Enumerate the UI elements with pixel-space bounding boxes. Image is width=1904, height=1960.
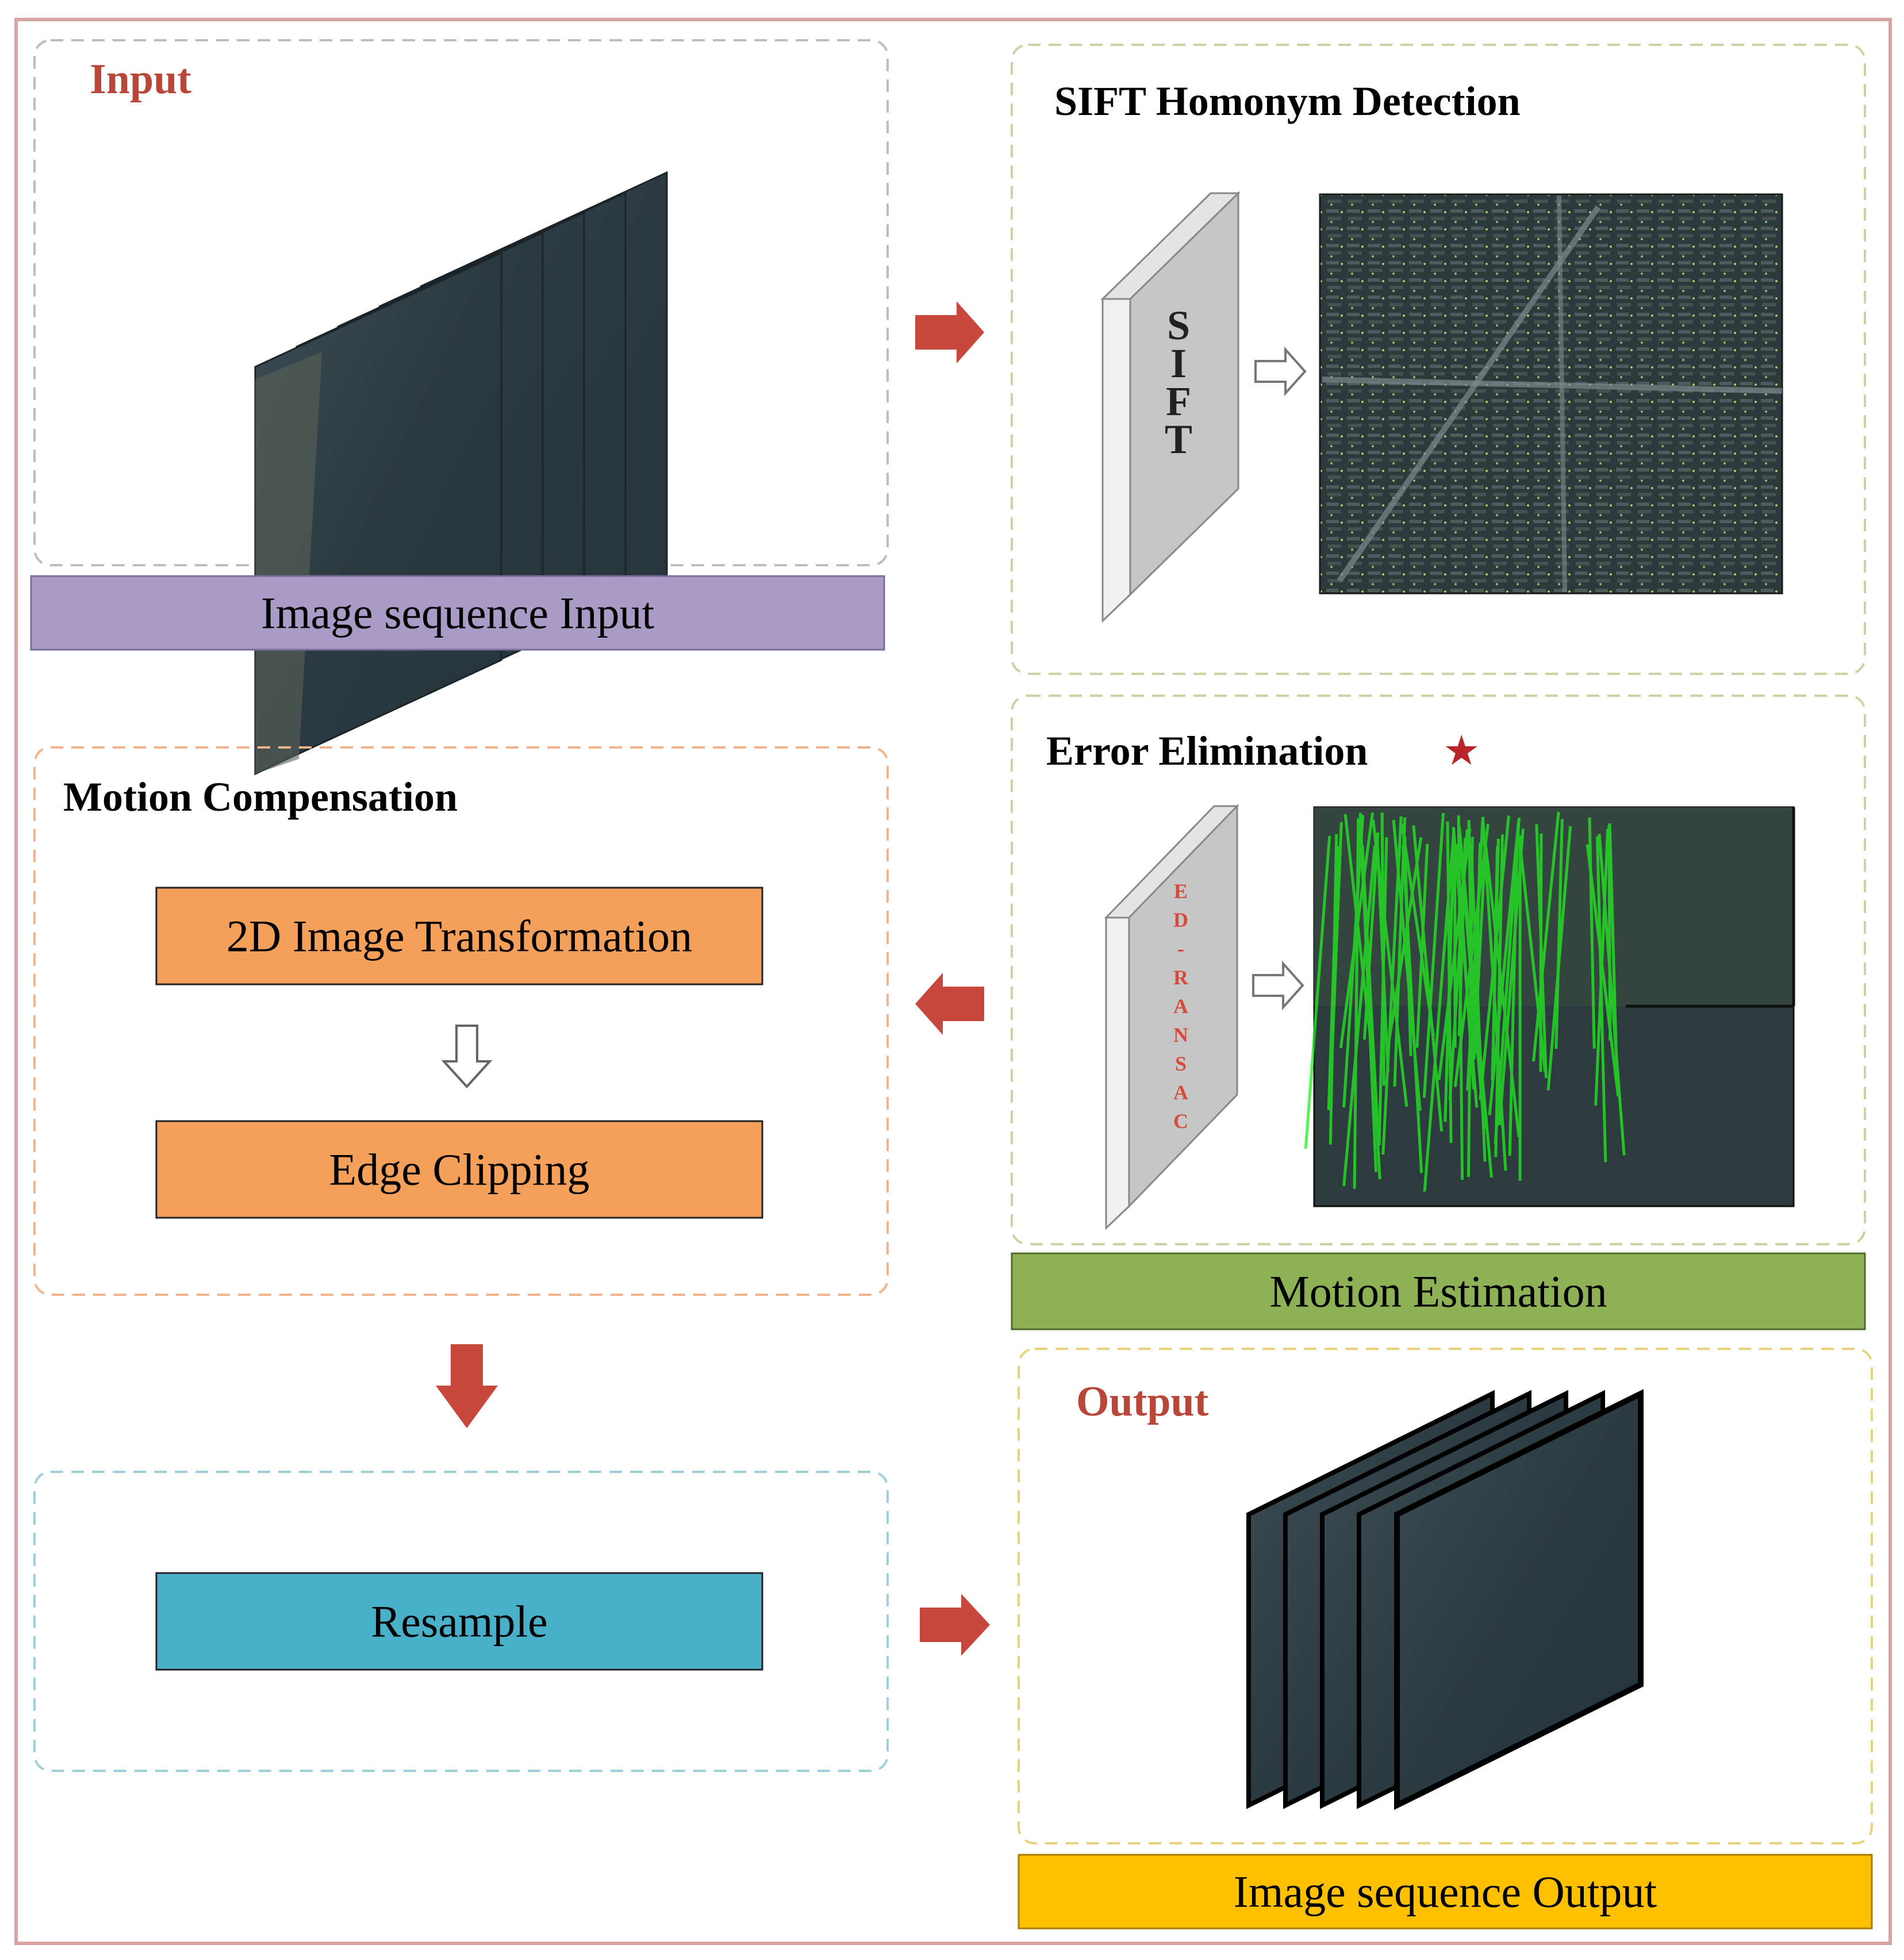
- match-line: [1457, 815, 1464, 1180]
- match-line: [1586, 844, 1620, 1097]
- arrow-input-to-sift: [915, 301, 984, 363]
- resample-label: Resample: [371, 1597, 548, 1647]
- match-line: [1361, 845, 1380, 1130]
- match-line: [1554, 819, 1564, 1049]
- input-frame-coast: [255, 352, 322, 774]
- transformation-box: [155, 887, 763, 985]
- svg-text:S: S: [1167, 302, 1190, 348]
- svg-text:S: S: [1175, 1052, 1187, 1075]
- match-lines-image: [1304, 806, 1795, 1207]
- arrow-compensation-to-resample: [436, 1344, 498, 1428]
- output-image-stack: [1246, 1389, 1644, 1811]
- match-line: [1481, 816, 1507, 1171]
- match-line: [1362, 832, 1380, 1040]
- match-line: [1596, 836, 1607, 1163]
- match-line: [1330, 822, 1343, 1072]
- edge-clipping-box: [155, 1120, 763, 1219]
- match-line: [1598, 834, 1626, 1156]
- match-line: [1423, 831, 1456, 1192]
- sift-keypoint-image: [1319, 193, 1783, 594]
- svg-text:C: C: [1173, 1110, 1188, 1133]
- match-line: [1304, 835, 1331, 1149]
- svg-text:F: F: [1166, 378, 1191, 424]
- match-line: [1508, 838, 1519, 1156]
- star-icon: ★: [1443, 728, 1480, 774]
- svg-text:A: A: [1173, 1081, 1188, 1104]
- match-line: [1479, 815, 1510, 1100]
- match-line: [1422, 812, 1445, 1098]
- input-caption-bar: [30, 575, 885, 651]
- sift-hollow-arrow: [1254, 346, 1307, 397]
- match-line: [1339, 812, 1375, 1049]
- output-caption: Image sequence Output: [1234, 1867, 1657, 1917]
- svg-text:R: R: [1173, 966, 1189, 989]
- match-line: [1488, 819, 1521, 1115]
- output-caption-bar: [1018, 1854, 1873, 1930]
- match-line: [1469, 843, 1487, 1162]
- estimation-caption: Motion Estimation: [1269, 1267, 1607, 1317]
- match-line: [1467, 837, 1474, 1177]
- svg-text:A: A: [1173, 995, 1188, 1018]
- match-line: [1403, 836, 1412, 1056]
- match-line: [1412, 825, 1444, 1132]
- match-line: [1381, 816, 1403, 1155]
- match-line: [1607, 825, 1612, 1041]
- edge-clipping-label: Edge Clipping: [329, 1145, 590, 1195]
- svg-text:-: -: [1177, 937, 1184, 960]
- error-title: Error Elimination: [1046, 728, 1368, 774]
- resample-group-box: [33, 1471, 889, 1772]
- match-line: [1532, 811, 1560, 1062]
- resample-box: [155, 1572, 763, 1671]
- arrow-estimation-to-compensation: [915, 973, 984, 1035]
- sift-group-box: [1011, 44, 1866, 675]
- output-group-box: [1018, 1348, 1873, 1844]
- match-line: [1444, 843, 1456, 1122]
- input-title: Input: [90, 56, 191, 103]
- arrow-resample-to-output: [920, 1594, 990, 1656]
- match-line: [1393, 817, 1407, 1087]
- match-line: [1327, 846, 1339, 1110]
- transformation-label: 2D Image Transformation: [227, 911, 692, 961]
- compensation-title: Motion Compensation: [63, 774, 458, 820]
- match-line: [1415, 843, 1429, 1048]
- match-line: [1588, 817, 1596, 1049]
- input-image-stack: [254, 171, 668, 776]
- input-caption: Image sequence Input: [261, 588, 655, 638]
- outer-frame: [14, 18, 1892, 1945]
- output-title: Output: [1076, 1378, 1209, 1425]
- match-line: [1448, 829, 1469, 1100]
- svg-text:D: D: [1173, 908, 1188, 931]
- match-line: [1494, 817, 1521, 1144]
- compensation-down-arrow: [441, 1025, 493, 1088]
- estimation-caption-bar: [1011, 1252, 1866, 1330]
- match-line: [1483, 840, 1521, 1138]
- match-line: [1608, 823, 1619, 1089]
- match-line: [1376, 837, 1389, 1073]
- svg-text:N: N: [1173, 1023, 1188, 1046]
- error-panel: ED -R AN SA C: [1104, 804, 1239, 1230]
- match-line: [1466, 819, 1484, 1091]
- svg-text:T: T: [1165, 416, 1192, 462]
- svg-text:E: E: [1174, 880, 1188, 903]
- error-group-box: [1011, 695, 1866, 1245]
- match-line: [1342, 845, 1377, 1187]
- output-frame-5: [1394, 1389, 1644, 1811]
- svg-text:I: I: [1170, 340, 1187, 386]
- compensation-group-box: [33, 746, 889, 1296]
- match-line: [1387, 837, 1423, 1045]
- error-hollow-arrow: [1252, 960, 1304, 1011]
- sift-panel: S I F T: [1100, 191, 1241, 623]
- sift-title: SIFT Homonym Detection: [1054, 78, 1521, 124]
